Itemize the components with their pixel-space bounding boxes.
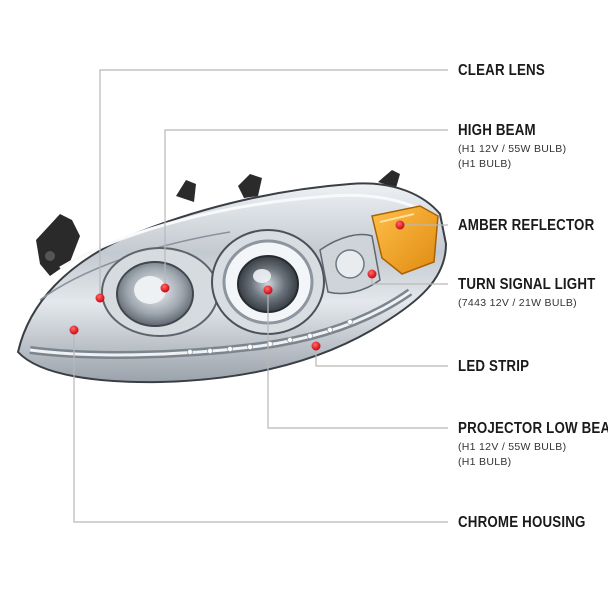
marker-projector <box>263 285 273 295</box>
label-amber-reflector: AMBER REFLECTOR <box>458 217 595 234</box>
label-chrome-housing: CHROME HOUSING <box>458 514 586 531</box>
spec-projector-1: (H1 12V / 55W BULB) <box>458 441 567 453</box>
label-led-strip: LED STRIP <box>458 358 530 375</box>
label-projector-low-beam: PROJECTOR LOW BEAM <box>458 420 608 437</box>
spec-high-beam-1: (H1 12V / 55W BULB) <box>458 143 567 155</box>
marker-clear-lens <box>95 293 105 303</box>
spec-projector-2: (H1 BULB) <box>458 456 512 468</box>
label-turn-signal: TURN SIGNAL LIGHT <box>458 276 596 293</box>
spec-high-beam-2: (H1 BULB) <box>458 158 512 170</box>
marker-amber-reflector <box>395 220 405 230</box>
callout-markers <box>69 220 405 351</box>
marker-high-beam <box>160 283 170 293</box>
label-clear-lens: CLEAR LENS <box>458 62 545 79</box>
marker-chrome-housing <box>69 325 79 335</box>
marker-led-strip <box>311 341 321 351</box>
mounting-brackets <box>36 170 400 276</box>
amber-reflector-shape <box>371 205 439 275</box>
spec-turn-signal: (7443 12V / 21W BULB) <box>458 297 577 309</box>
leader-lines <box>73 69 448 523</box>
marker-turn-signal <box>367 269 377 279</box>
label-high-beam: HIGH BEAM <box>458 122 536 139</box>
